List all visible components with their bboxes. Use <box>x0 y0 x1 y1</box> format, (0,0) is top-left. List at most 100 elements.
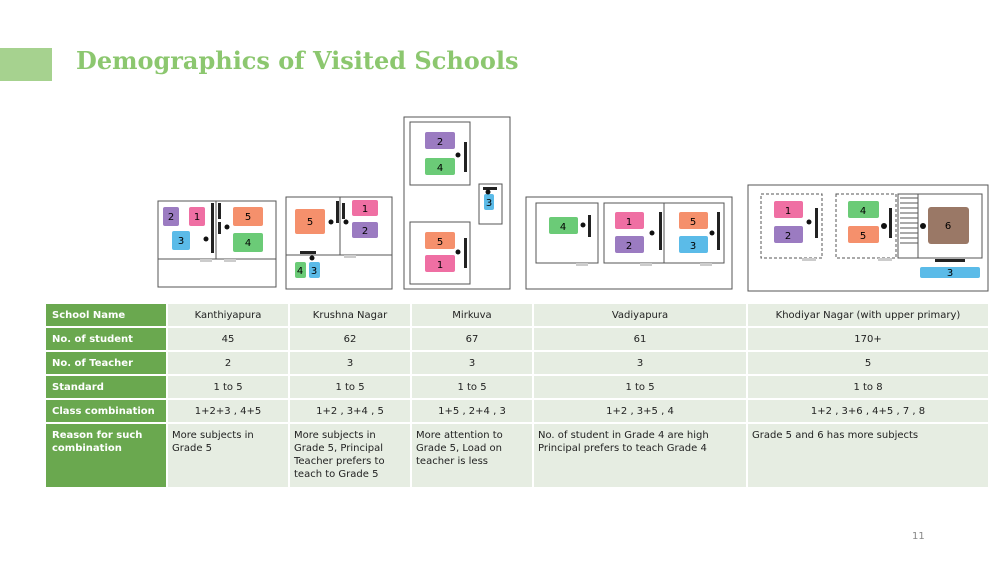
row-header: Reason for such combination <box>46 424 166 487</box>
grade-number: 5 <box>437 237 443 248</box>
grade-number: 3 <box>947 268 953 279</box>
grade-number: 2 <box>626 241 632 252</box>
table-row: Standard 1 to 5 1 to 5 1 to 5 1 to 5 1 t… <box>46 376 988 398</box>
classroom-grade-block <box>295 262 306 278</box>
classroom-grade-block <box>295 209 325 234</box>
school-name-cell: Mirkuva <box>412 304 532 326</box>
classroom-grade-block <box>615 212 644 229</box>
table-row: No. of student 45 62 67 61 170+ <box>46 328 988 350</box>
table-cell: 1 to 5 <box>534 376 746 398</box>
classroom-grade-block <box>233 233 263 252</box>
classroom-grade-block <box>774 226 803 243</box>
table-cell: 5 <box>748 352 988 374</box>
classroom-layout-diagrams: 2 1 5 3 4 1 5 2 4 3 <box>157 116 989 292</box>
table-cell: 62 <box>290 328 410 350</box>
classroom-grade-block <box>848 201 879 218</box>
plan-vadiyapura: 4 1 5 2 3 <box>525 196 733 290</box>
grade-number: 2 <box>168 212 174 223</box>
classroom-grade-block <box>425 255 455 272</box>
classroom-grade-block <box>163 207 179 226</box>
grade-number: 5 <box>245 212 251 223</box>
school-name-cell: Kanthiyapura <box>168 304 288 326</box>
classroom-grade-block <box>679 212 708 229</box>
grade-number: 3 <box>311 266 317 277</box>
table-cell: 3 <box>412 352 532 374</box>
grade-number: 2 <box>362 226 368 237</box>
row-header: Class combination <box>46 400 166 422</box>
grade-number: 5 <box>860 231 866 242</box>
table-cell: 45 <box>168 328 288 350</box>
table-row: No. of Teacher 2 3 3 3 5 <box>46 352 988 374</box>
table-cell: 67 <box>412 328 532 350</box>
row-header: Standard <box>46 376 166 398</box>
table-cell: 1 to 5 <box>168 376 288 398</box>
table-cell: 61 <box>534 328 746 350</box>
table-cell: No. of student in Grade 4 are high Princ… <box>534 424 746 487</box>
page-number: 11 <box>912 531 925 542</box>
classroom-grade-block <box>484 194 494 210</box>
row-header: No. of Teacher <box>46 352 166 374</box>
grade-number: 1 <box>785 206 791 217</box>
classroom-grade-block <box>309 262 320 278</box>
grade-number: 1 <box>626 217 632 228</box>
table-cell: 1 to 5 <box>412 376 532 398</box>
grade-number: 1 <box>194 212 200 223</box>
classroom-grade-block <box>172 231 190 250</box>
table-cell: 3 <box>534 352 746 374</box>
grade-number: 1 <box>362 204 368 215</box>
classroom-grade-block <box>920 267 980 278</box>
classroom-grade-block <box>774 201 803 218</box>
school-name-cell: Khodiyar Nagar (with upper primary) <box>748 304 988 326</box>
plan-mirkuva: 2 4 3 5 1 <box>403 116 511 290</box>
grade-number: 4 <box>245 238 251 249</box>
table-cell: More attention to Grade 5, Load on teach… <box>412 424 532 487</box>
table-cell: 1+2+3 , 4+5 <box>168 400 288 422</box>
grade-number: 4 <box>297 266 303 277</box>
classroom-grade-block <box>189 207 205 226</box>
classroom-grade-block <box>425 132 455 149</box>
grade-number: 5 <box>307 217 313 228</box>
grade-number: 3 <box>690 241 696 252</box>
grade-number: 5 <box>690 217 696 228</box>
grade-number: 4 <box>437 163 443 174</box>
row-header: No. of student <box>46 328 166 350</box>
grade-number: 1 <box>437 260 443 271</box>
classroom-grade-block <box>352 222 378 238</box>
table-cell: 3 <box>290 352 410 374</box>
table-row: Class combination 1+2+3 , 4+5 1+2 , 3+4 … <box>46 400 988 422</box>
title-accent-bar <box>0 48 52 81</box>
classroom-grade-block <box>928 207 969 244</box>
plan-kanthiyapura: 2 1 5 3 4 <box>157 200 277 288</box>
classroom-grade-block <box>425 158 455 175</box>
table-cell: 1 to 5 <box>290 376 410 398</box>
grade-number: 6 <box>945 221 951 232</box>
table-cell: 170+ <box>748 328 988 350</box>
plan-krushna-nagar: 1 5 2 4 3 <box>285 196 393 290</box>
table-cell: 1+5 , 2+4 , 3 <box>412 400 532 422</box>
grade-number: 2 <box>437 137 443 148</box>
classroom-grade-block <box>615 236 644 253</box>
grade-number: 2 <box>785 231 791 242</box>
grade-number: 3 <box>178 236 184 247</box>
schools-demographics-table: School Name Kanthiyapura Krushna Nagar M… <box>44 302 990 489</box>
classroom-grade-block <box>848 226 879 243</box>
school-name-cell: Vadiyapura <box>534 304 746 326</box>
table-row: School Name Kanthiyapura Krushna Nagar M… <box>46 304 988 326</box>
classroom-grade-block <box>233 207 263 226</box>
table-cell: 1+2 , 3+6 , 4+5 , 7 , 8 <box>748 400 988 422</box>
classroom-grade-block <box>352 200 378 216</box>
row-header: School Name <box>46 304 166 326</box>
table-row: Reason for such combination More subject… <box>46 424 988 487</box>
classroom-grade-block <box>549 217 578 234</box>
page-title: Demographics of Visited Schools <box>76 46 519 75</box>
table-cell: More subjects in Grade 5, Principal Teac… <box>290 424 410 487</box>
table-cell: Grade 5 and 6 has more subjects <box>748 424 988 487</box>
table-cell: 1+2 , 3+4 , 5 <box>290 400 410 422</box>
table-cell: 2 <box>168 352 288 374</box>
classroom-grade-block <box>679 236 708 253</box>
grade-number: 4 <box>860 206 866 217</box>
table-cell: 1+2 , 3+5 , 4 <box>534 400 746 422</box>
classroom-grade-block <box>425 232 455 249</box>
grade-number: 3 <box>486 198 492 209</box>
table-cell: 1 to 8 <box>748 376 988 398</box>
